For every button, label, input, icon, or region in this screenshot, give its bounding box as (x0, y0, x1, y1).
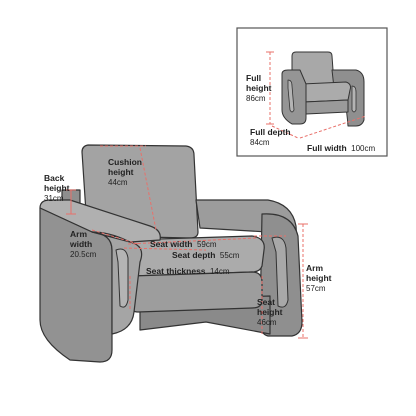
seat-depth-label: Seat depth 55cm (172, 250, 240, 260)
full-depth-label: Full depth 84cm (250, 127, 291, 147)
back-height-label: Back height 31cm (44, 173, 70, 203)
seat-thickness-label: Seat thickness 14cm (146, 266, 230, 276)
left-arm-inner (91, 231, 143, 335)
cushion-height-label: Cushion height 44cm (108, 157, 142, 187)
seat-height-label: Seat height 46cm (257, 297, 283, 327)
inset-panel (236, 27, 388, 157)
full-width-label: Full width 100cm (307, 143, 376, 153)
left-arm-top (39, 199, 161, 243)
arm-width-label: Arm width 20.5cm (70, 229, 97, 259)
full-height-label: Full height 86cm (246, 73, 272, 103)
arm-height-label: Arm height 57cm (306, 263, 332, 293)
seat-width-label: Seat width 59cm (150, 239, 217, 249)
